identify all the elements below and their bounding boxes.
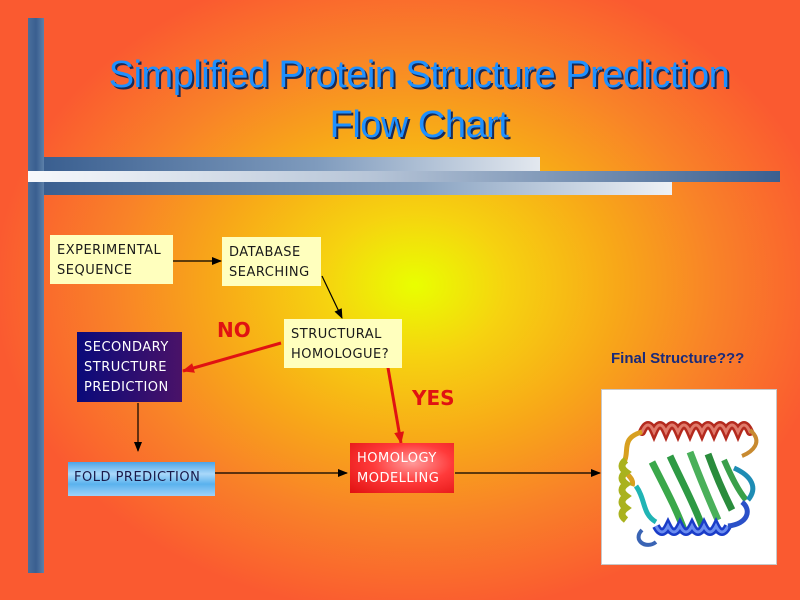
- slide-title: Simplified Protein Structure Prediction …: [44, 50, 794, 150]
- horizontal-accent-bar: [44, 157, 540, 171]
- node-label-line: PREDICTION: [84, 380, 169, 395]
- node-structural-homologue-decision: STRUCTURAL HOMOLOGUE?: [284, 319, 402, 368]
- node-label-line: SECONDARY: [84, 340, 169, 355]
- node-label-line: FOLD PREDICTION: [74, 470, 201, 485]
- horizontal-accent-bar: [44, 182, 672, 195]
- node-label-line: HOMOLOGY: [357, 451, 437, 466]
- node-database-searching: DATABASE SEARCHING: [222, 237, 321, 286]
- node-label-line: MODELLING: [357, 471, 440, 486]
- edge-label-yes: YES: [412, 386, 455, 410]
- node-label-line: EXPERIMENTAL: [57, 243, 162, 258]
- node-label-line: DATABASE: [229, 245, 301, 260]
- arrow-no-to-secondary: [182, 341, 282, 373]
- vertical-accent-bar: [28, 18, 44, 573]
- node-fold-prediction: FOLD PREDICTION: [68, 462, 215, 496]
- slide-title-line-2: Flow Chart: [329, 104, 509, 146]
- node-label-line: HOMOLOGUE?: [291, 347, 390, 362]
- node-homology-modelling: HOMOLOGY MODELLING: [350, 443, 454, 493]
- node-label-line: STRUCTURE: [84, 360, 168, 375]
- protein-structure-image: [601, 389, 777, 565]
- node-label-line: SEQUENCE: [57, 263, 133, 278]
- final-structure-label: Final Structure???: [611, 350, 745, 367]
- edge-label-no: NO: [217, 318, 251, 342]
- protein-ribbon-icon: [618, 421, 759, 547]
- arrow-yes-to-homology: [385, 361, 405, 444]
- horizontal-accent-bar: [28, 171, 780, 182]
- node-label-line: STRUCTURAL: [291, 327, 382, 342]
- arrow-database-to-homologue: [321, 275, 343, 319]
- slide-title-line-1: Simplified Protein Structure Prediction: [108, 54, 730, 96]
- node-experimental-sequence: EXPERIMENTAL SEQUENCE: [50, 235, 173, 284]
- node-label-line: SEARCHING: [229, 265, 310, 280]
- node-secondary-structure-prediction: SECONDARY STRUCTURE PREDICTION: [77, 332, 182, 402]
